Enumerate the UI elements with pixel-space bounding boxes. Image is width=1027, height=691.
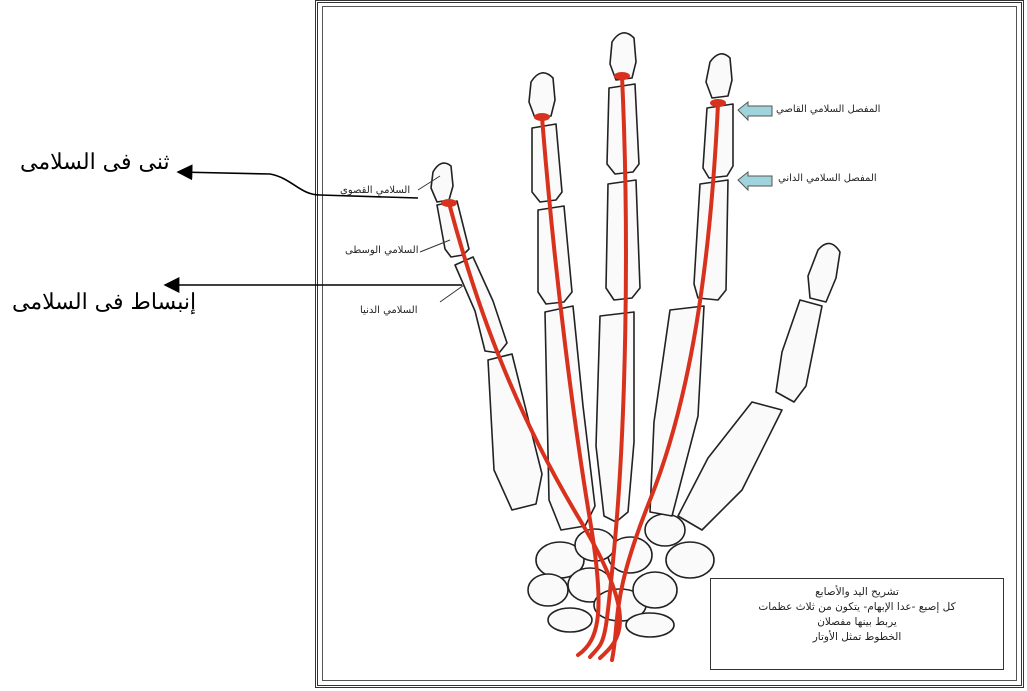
legend-line-1: تشريح اليد والأصابع <box>711 585 1003 600</box>
legend-line-3: يربط بينها مفصلان <box>711 615 1003 630</box>
legend-line-2: كل إصبع -عدا الإبهام- يتكون من ثلاث عظما… <box>711 600 1003 615</box>
legend-box: تشريح اليد والأصابع كل إصبع -عدا الإبهام… <box>710 578 1004 670</box>
middle-finger-bones <box>596 33 640 522</box>
distal-phalanx-label: السلامي القصوى <box>340 185 410 196</box>
middle-phalanx-label: السلامي الوسطى <box>345 245 419 256</box>
proximal-joint-label: المفصل السلامي الداني <box>778 173 877 184</box>
extension-callout: إنبساط فى السلامى <box>12 290 196 315</box>
legend-line-4: الخطوط تمثل الأوتار <box>711 630 1003 645</box>
distal-joint-label: المفصل السلامي القاصي <box>776 104 880 115</box>
proximal-joint-arrow <box>738 172 772 190</box>
flexion-callout: ثنى فى السلامى <box>20 150 170 175</box>
callout-arrows <box>165 172 462 285</box>
tendon-insertions <box>441 72 726 207</box>
distal-joint-arrow <box>738 102 772 120</box>
joint-pointer-arrows <box>738 102 772 190</box>
proximal-phalanx-label: السلامي الدنيا <box>360 305 418 316</box>
little-finger-bones <box>431 163 542 510</box>
